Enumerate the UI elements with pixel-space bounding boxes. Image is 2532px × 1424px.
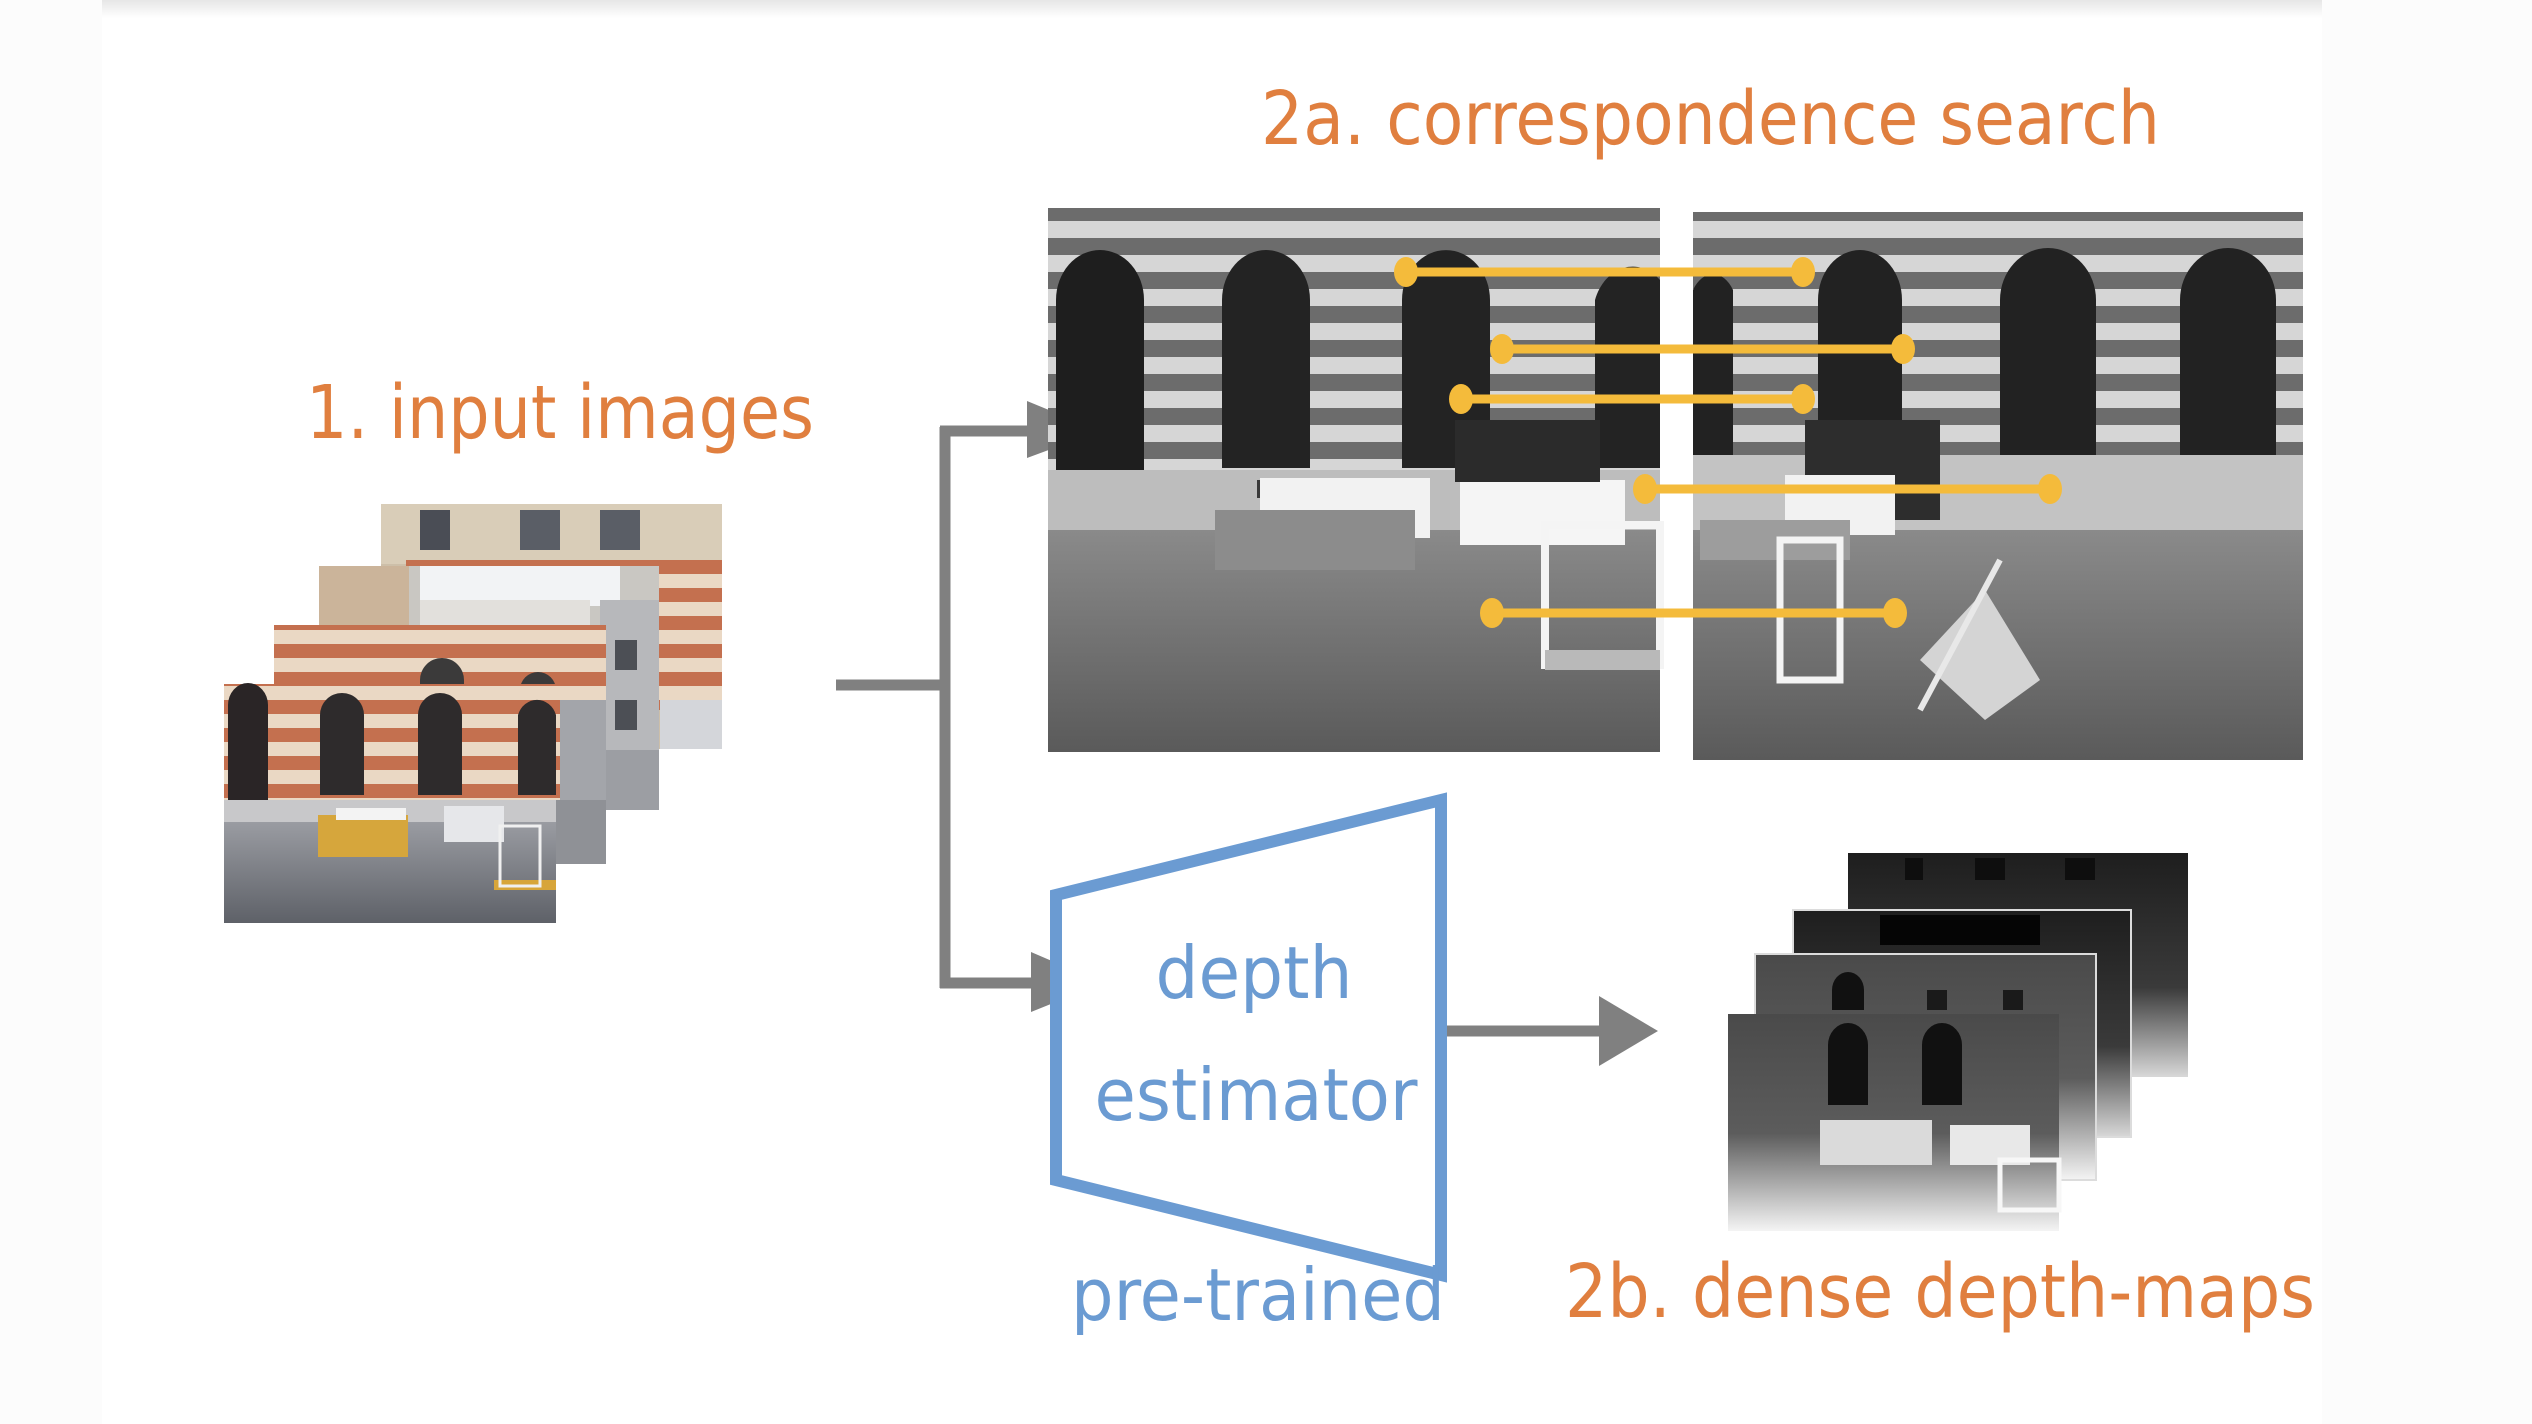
estimator-label-line1: depth (1156, 931, 1353, 1015)
match-point-4-left (1633, 474, 1657, 504)
match-point-5-left (1480, 598, 1504, 628)
match-point-3-right (1791, 384, 1815, 414)
depth-estimator-shape (1050, 792, 1447, 1283)
input-image-1 (224, 683, 556, 923)
branch-connector (836, 425, 1034, 989)
page-margin-right (2322, 0, 2532, 1424)
arrowhead-to-depth-maps-icon (1599, 996, 1658, 1066)
page-margin-left (0, 0, 102, 1424)
match-point-1-left (1394, 257, 1418, 287)
step2a-title: 2a. correspondence search (1261, 76, 2160, 162)
match-point-1-right (1791, 257, 1815, 287)
match-point-2-left (1490, 334, 1514, 364)
correspondence-matches (1394, 257, 2062, 628)
match-point-4-right (2038, 474, 2062, 504)
depth-map-1 (1728, 1014, 2062, 1231)
step2b-title: 2b. dense depth-maps (1565, 1249, 2315, 1335)
match-point-5-right (1883, 598, 1907, 628)
correspondence-image-left (1048, 208, 1664, 752)
estimator-label-line2: estimator (1095, 1053, 1418, 1137)
depth-map-stack (1728, 853, 2188, 1231)
top-shadow (102, 0, 2322, 18)
match-point-3-left (1449, 384, 1473, 414)
match-point-2-right (1891, 334, 1915, 364)
estimator-caption: pre-trained (1071, 1253, 1445, 1337)
input-image-stack (224, 504, 722, 923)
step1-title: 1. input images (306, 370, 814, 456)
